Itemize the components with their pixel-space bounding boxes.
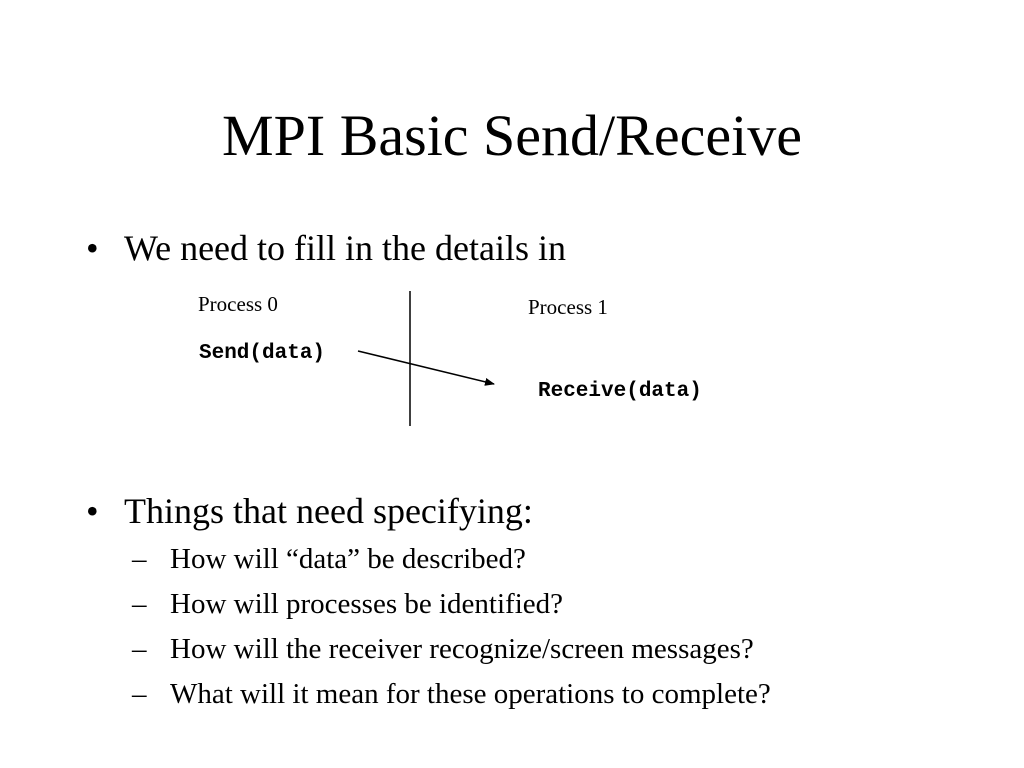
bullet-marker: •	[86, 491, 99, 531]
bullet-text: We need to fill in the details in	[124, 228, 566, 268]
sub-item-data-described: –How will “data” be described?	[132, 542, 526, 576]
bullet-marker: •	[86, 228, 99, 268]
sub-item-processes-identified: –How will processes be identified?	[132, 587, 563, 621]
sub-item-text: How will processes be identified?	[170, 588, 564, 620]
sub-item-operations-complete: –What will it mean for these operations …	[132, 677, 771, 711]
sub-item-text: How will “data” be described?	[170, 543, 526, 575]
message-arrow	[357, 350, 495, 386]
bullet-text: Things that need specifying:	[124, 491, 533, 531]
bullet-item-fill-details: • We need to fill in the details in	[86, 228, 566, 268]
sub-item-receiver-recognize: –How will the receiver recognize/screen …	[132, 632, 754, 666]
subitem-marker: –	[132, 678, 147, 710]
send-call: Send(data)	[199, 342, 326, 365]
subitem-marker: –	[132, 588, 147, 620]
sub-item-text: How will the receiver recognize/screen m…	[170, 633, 754, 665]
subitem-marker: –	[132, 633, 147, 665]
slide-title: MPI Basic Send/Receive	[222, 103, 802, 168]
process-0-label: Process 0	[198, 292, 278, 316]
subitem-marker: –	[132, 543, 147, 575]
process-1-label: Process 1	[528, 295, 608, 319]
bullet-item-things-specifying: • Things that need specifying:	[86, 491, 533, 531]
sub-item-text: What will it mean for these operations t…	[170, 678, 771, 710]
receive-call: Receive(data)	[538, 380, 702, 403]
